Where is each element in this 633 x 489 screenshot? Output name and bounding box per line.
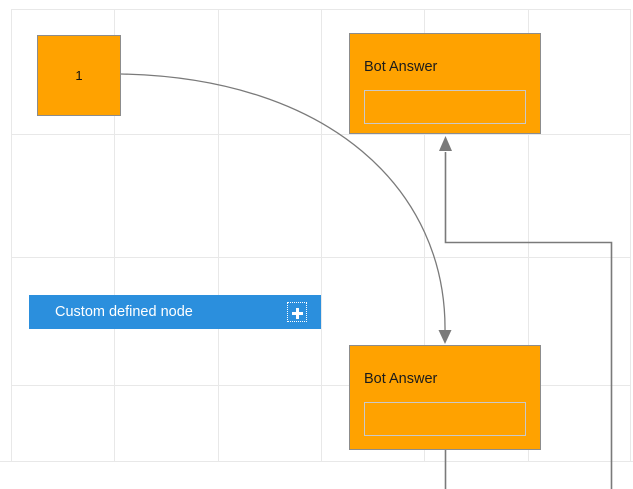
edge-return-to-bot-answer-top[interactable] [444, 152, 613, 489]
bot-answer-title-top: Bot Answer [364, 59, 438, 75]
bot-answer-node-top[interactable]: Bot Answer [349, 33, 541, 134]
start-node-label: 1 [75, 68, 83, 83]
edge-arrowhead-up [439, 136, 452, 151]
bot-answer-title-bottom: Bot Answer [364, 371, 438, 387]
edge-arrowhead-down [438, 330, 452, 344]
plus-icon[interactable] [287, 302, 307, 322]
bot-answer-slot-top[interactable] [364, 90, 526, 124]
bot-answer-node-bottom[interactable]: Bot Answer [349, 345, 541, 450]
start-node[interactable]: 1 [37, 35, 121, 116]
bot-answer-slot-bottom[interactable] [364, 402, 526, 436]
custom-defined-node-button[interactable]: Custom defined node [29, 295, 321, 329]
edge-start-to-bot-answer-bottom[interactable] [120, 73, 446, 333]
custom-defined-node-label: Custom defined node [55, 303, 193, 320]
